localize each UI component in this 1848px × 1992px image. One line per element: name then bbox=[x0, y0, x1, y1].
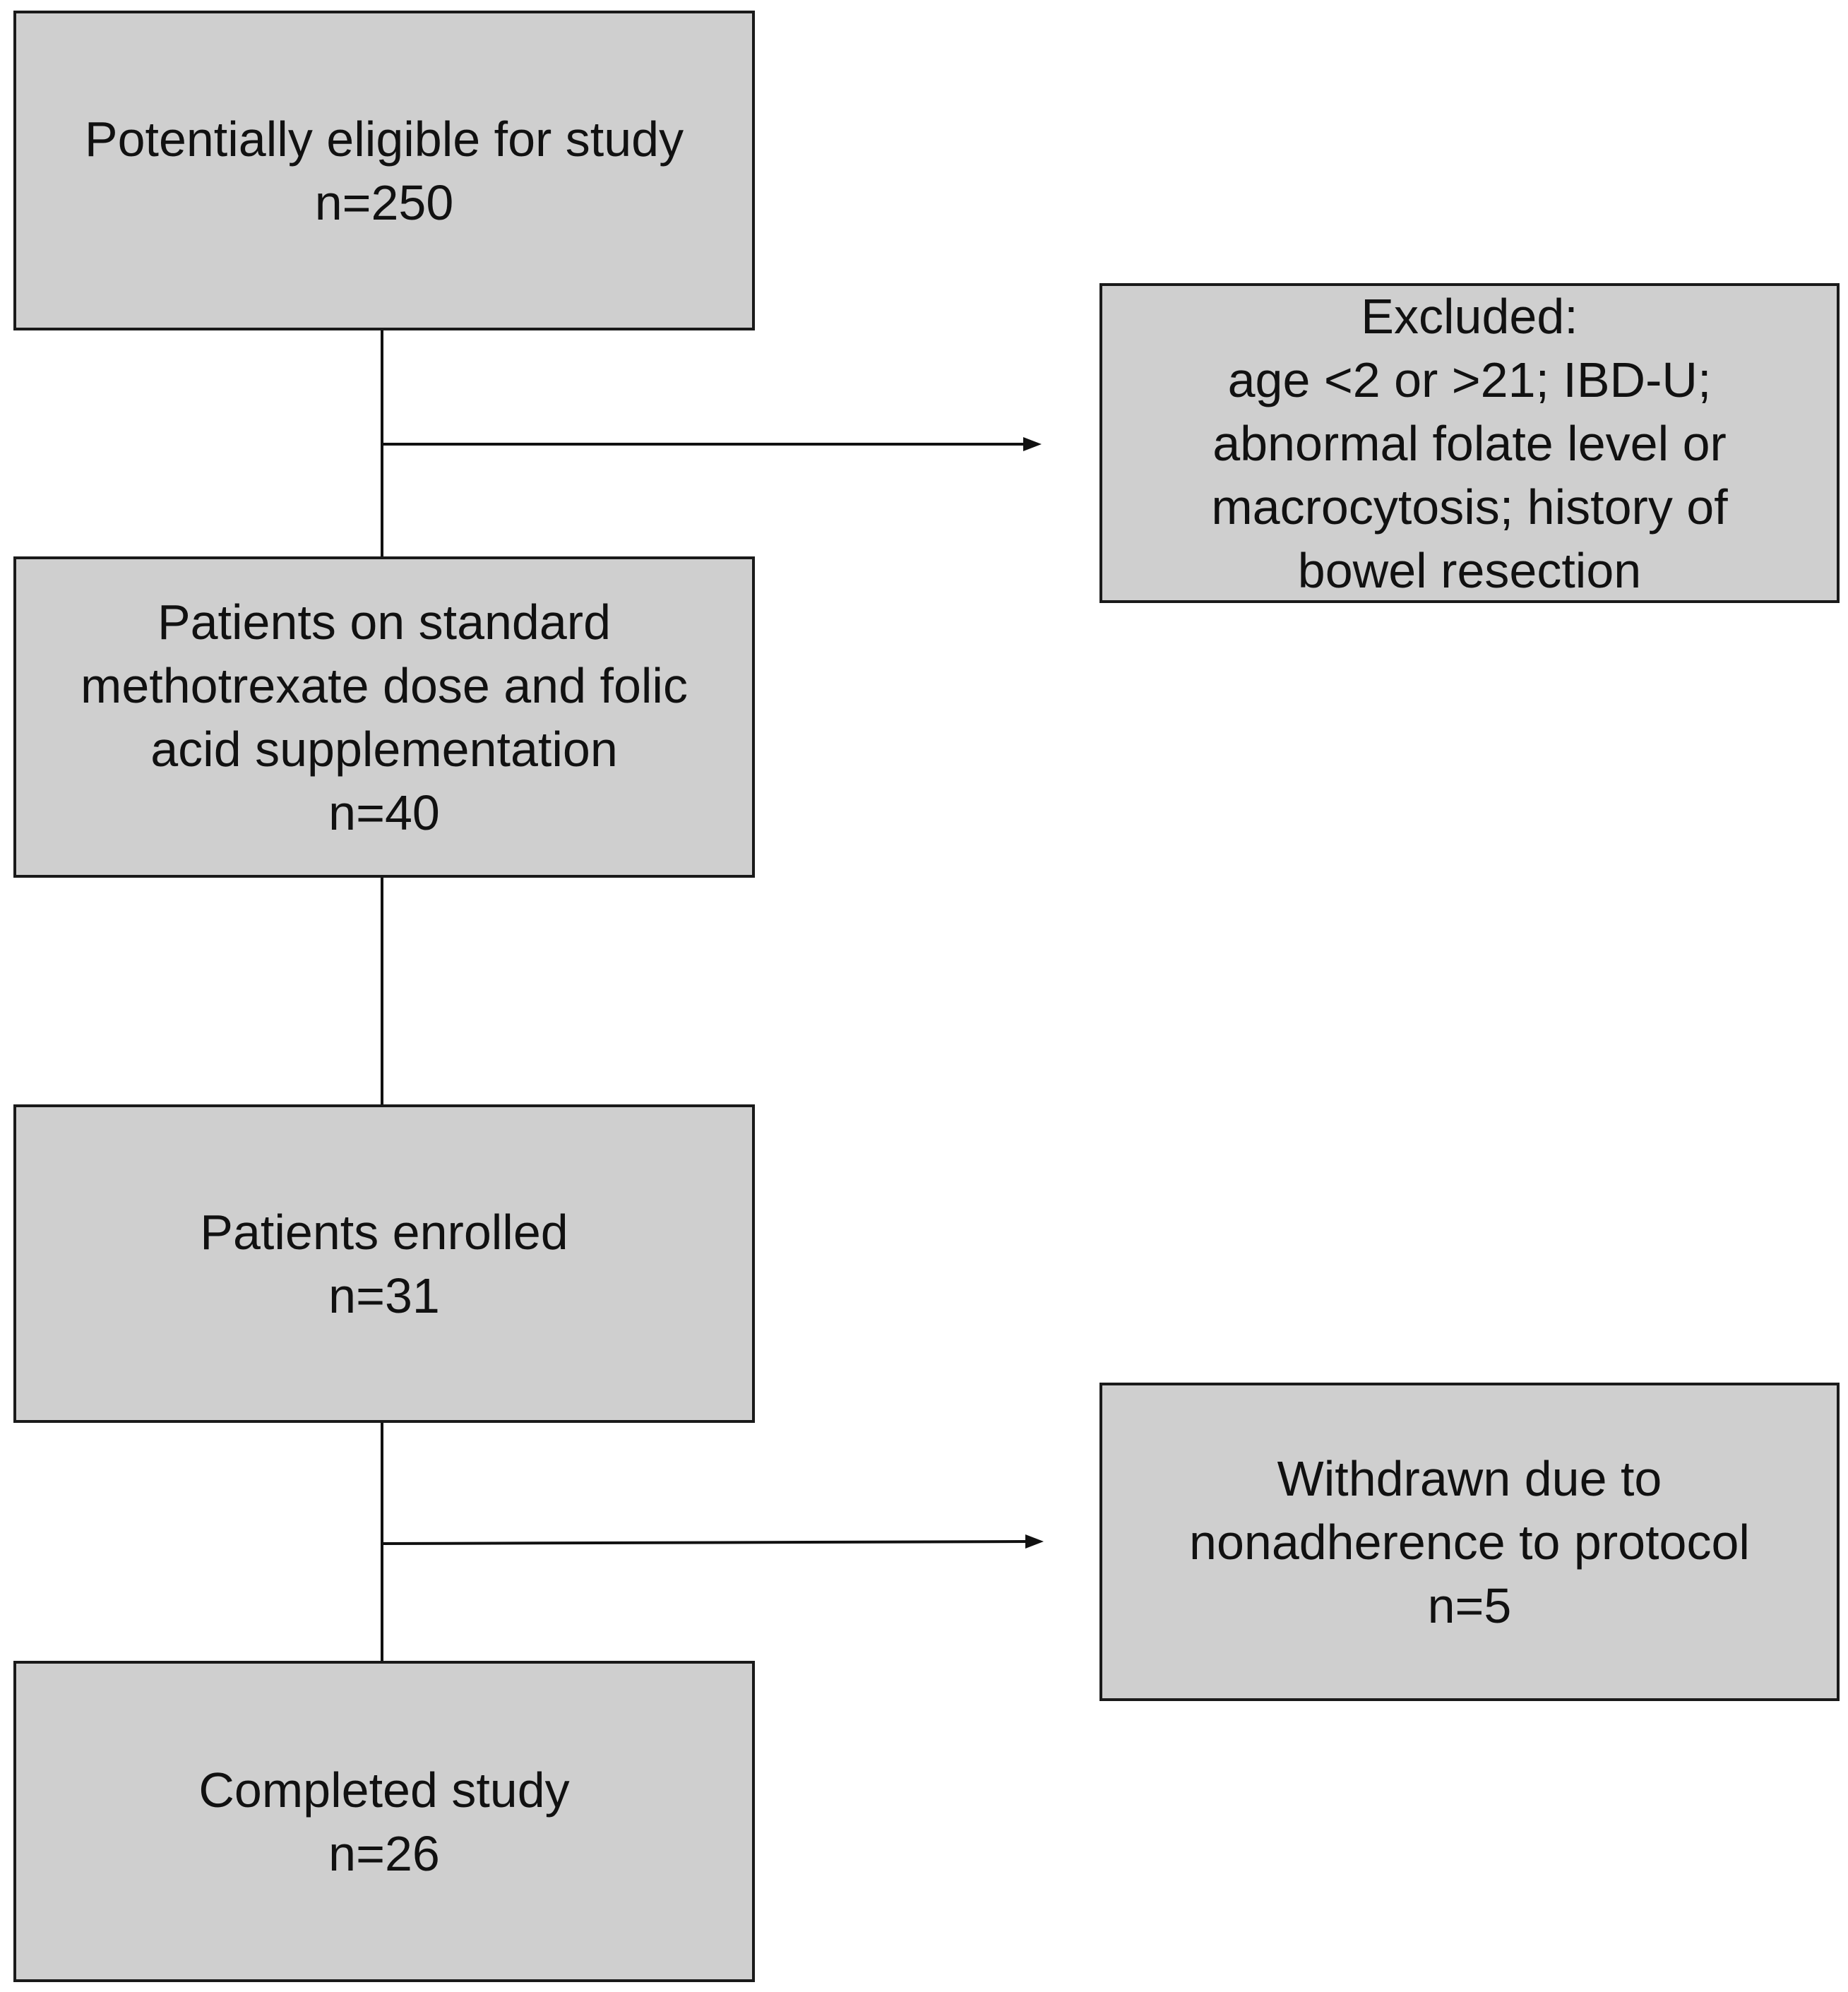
box-count: n=250 bbox=[314, 174, 454, 230]
box-count: n=40 bbox=[328, 785, 440, 840]
box-line: abnormal folate level or bbox=[1212, 415, 1727, 471]
box-excluded: Excluded: age <2 or >21; IBD-U; abnormal… bbox=[1099, 283, 1840, 603]
connector-withdrawal-branch bbox=[381, 1540, 1030, 1545]
box-line: Patients on standard bbox=[157, 594, 612, 650]
arrowhead-withdrawn bbox=[1025, 1534, 1044, 1549]
box-line: age <2 or >21; IBD-U; bbox=[1227, 352, 1712, 407]
box-completed: Completed study n=26 bbox=[13, 1661, 755, 1982]
box-line: Patients enrolled bbox=[200, 1204, 568, 1260]
box-count: n=26 bbox=[328, 1825, 440, 1881]
box-line: bowel resection bbox=[1297, 542, 1642, 598]
box-line: methotrexate dose and folic bbox=[81, 657, 688, 713]
box-line: acid supplementation bbox=[150, 721, 618, 777]
box-line: Potentially eligible for study bbox=[84, 111, 684, 167]
box-count: n=31 bbox=[328, 1268, 440, 1323]
box-line: Excluded: bbox=[1361, 288, 1578, 344]
box-enrolled: Patients enrolled n=31 bbox=[13, 1104, 755, 1423]
box-potentially-eligible: Potentially eligible for study n=250 bbox=[13, 11, 755, 330]
box-withdrawn: Withdrawn due to nonadherence to protoco… bbox=[1099, 1383, 1840, 1701]
box-standard-dose: Patients on standard methotrexate dose a… bbox=[13, 556, 755, 878]
box-line: Withdrawn due to bbox=[1277, 1450, 1662, 1506]
arrowhead-excluded bbox=[1023, 437, 1042, 451]
box-line: Completed study bbox=[198, 1762, 570, 1818]
box-line: nonadherence to protocol bbox=[1189, 1514, 1750, 1570]
box-line: macrocytosis; history of bbox=[1211, 479, 1728, 535]
box-count: n=5 bbox=[1427, 1578, 1512, 1633]
